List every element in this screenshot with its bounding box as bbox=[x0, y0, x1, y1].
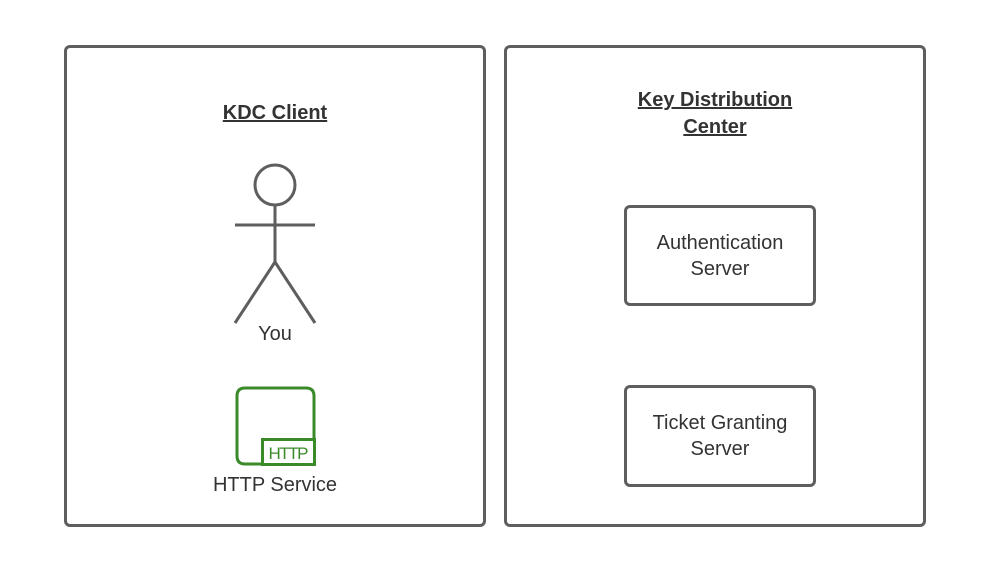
kdc-title-line2: Center bbox=[683, 116, 747, 138]
kdc-client-panel bbox=[64, 45, 486, 527]
user-label: You bbox=[258, 323, 292, 345]
tgs-line1: Ticket Granting bbox=[652, 412, 788, 434]
auth-server-line2: Server bbox=[690, 257, 750, 280]
auth-server-line1: Authentication bbox=[656, 231, 784, 254]
kdc-title-line1: Key Distribution bbox=[637, 89, 793, 111]
tgs-line2: Server bbox=[690, 438, 750, 460]
kdc-client-title: KDC Client bbox=[222, 102, 328, 124]
http-service-label: HTTP Service bbox=[212, 474, 338, 496]
http-service-icon: HTTP bbox=[235, 386, 316, 466]
user-stick-figure-icon bbox=[233, 163, 317, 324]
kdc-title: Key Distribution Center bbox=[565, 87, 865, 141]
kdc-panel bbox=[504, 45, 926, 527]
http-icon-text: HTTP bbox=[269, 444, 309, 463]
